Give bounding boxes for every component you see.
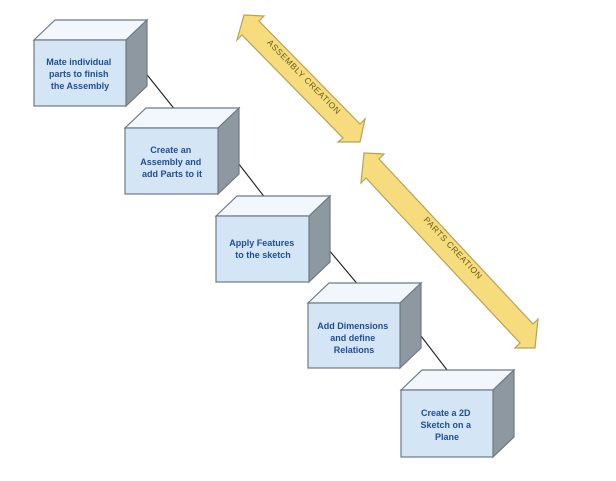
assembly-creation-label: ASSEMBLY CREATION [265,37,343,116]
assembly-creation-arrow-shape [235,14,367,143]
step-mate-parts-front [33,39,127,107]
step-create-sketch-front [400,389,494,458]
step-mate-parts-line-3: the Assembly [51,81,109,91]
step-create-assembly-line-1: Create an [150,145,191,155]
step-apply-features-label: Apply Features to the sketch [229,238,297,260]
step-create-sketch-line-2: Sketch on a [420,420,472,430]
step-create-assembly-line-3: add Parts to it [142,169,202,179]
step-add-dimensions: Add Dimensions and define Relations [306,281,423,370]
step-apply-features: Apply Features to the sketch [214,194,332,284]
step-add-dimensions-line-1: Add Dimensions [317,321,388,331]
step-apply-features-front [215,215,310,283]
step-create-assembly-line-2: Assembly and [140,157,201,167]
step-create-sketch-label: Create a 2D Sketch on a Plane [420,408,473,442]
step-mate-parts: Mate individual parts to finish the Asse… [32,18,149,108]
step-add-dimensions-label: Add Dimensions and define Relations [317,321,391,355]
assembly-creation-arrow: ASSEMBLY CREATION [235,14,367,143]
step-create-assembly-label: Create an Assembly and add Parts to it [140,145,204,179]
step-create-assembly-front [124,127,219,195]
step-add-dimensions-line-2: and define [330,333,375,343]
step-create-assembly: Create an Assembly and add Parts to it [123,106,241,196]
step-create-sketch: Create a 2D Sketch on a Plane [399,368,516,459]
step-mate-parts-line-1: Mate individual [46,57,111,67]
step-create-sketch-line-3: Plane [435,432,459,442]
step-apply-features-line-2: to the sketch [235,250,291,260]
step-add-dimensions-line-3: Relations [334,345,375,355]
parts-creation-arrow-shape [360,152,539,349]
step-apply-features-line-1: Apply Features [229,238,294,248]
step-mate-parts-label: Mate individual parts to finish the Asse… [46,57,114,91]
step-create-sketch-line-1: Create a 2D [421,408,471,418]
step-add-dimensions-front [307,302,401,369]
step-mate-parts-line-2: parts to finish [49,69,109,79]
